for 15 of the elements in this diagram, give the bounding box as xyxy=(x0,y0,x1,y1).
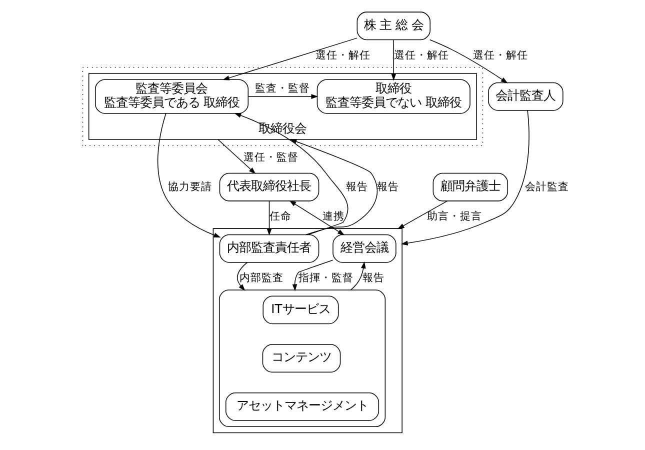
edge-label: 監査・監督 xyxy=(254,80,310,94)
edge-label: 指揮・監督 xyxy=(298,270,354,284)
edge-label: 会計監査 xyxy=(524,179,569,192)
edge-label: 助言・提言 xyxy=(426,209,482,222)
edge-label: 報告 xyxy=(346,179,368,192)
edge-label: 協力要請 xyxy=(168,179,212,192)
edge-label: 選任・解任 xyxy=(314,48,370,61)
edge-label: 報告 xyxy=(362,270,384,284)
edge-label: 報告 xyxy=(376,179,398,192)
edge-label: 任命 xyxy=(268,209,291,222)
edge-label: 内部監査 xyxy=(239,270,284,284)
edge-label: 選任・解任 xyxy=(472,48,528,61)
edge-label: 選任・監督 xyxy=(242,150,298,163)
edge-label: 連携 xyxy=(322,209,344,222)
edge-label: 選任・解任 xyxy=(393,48,448,61)
